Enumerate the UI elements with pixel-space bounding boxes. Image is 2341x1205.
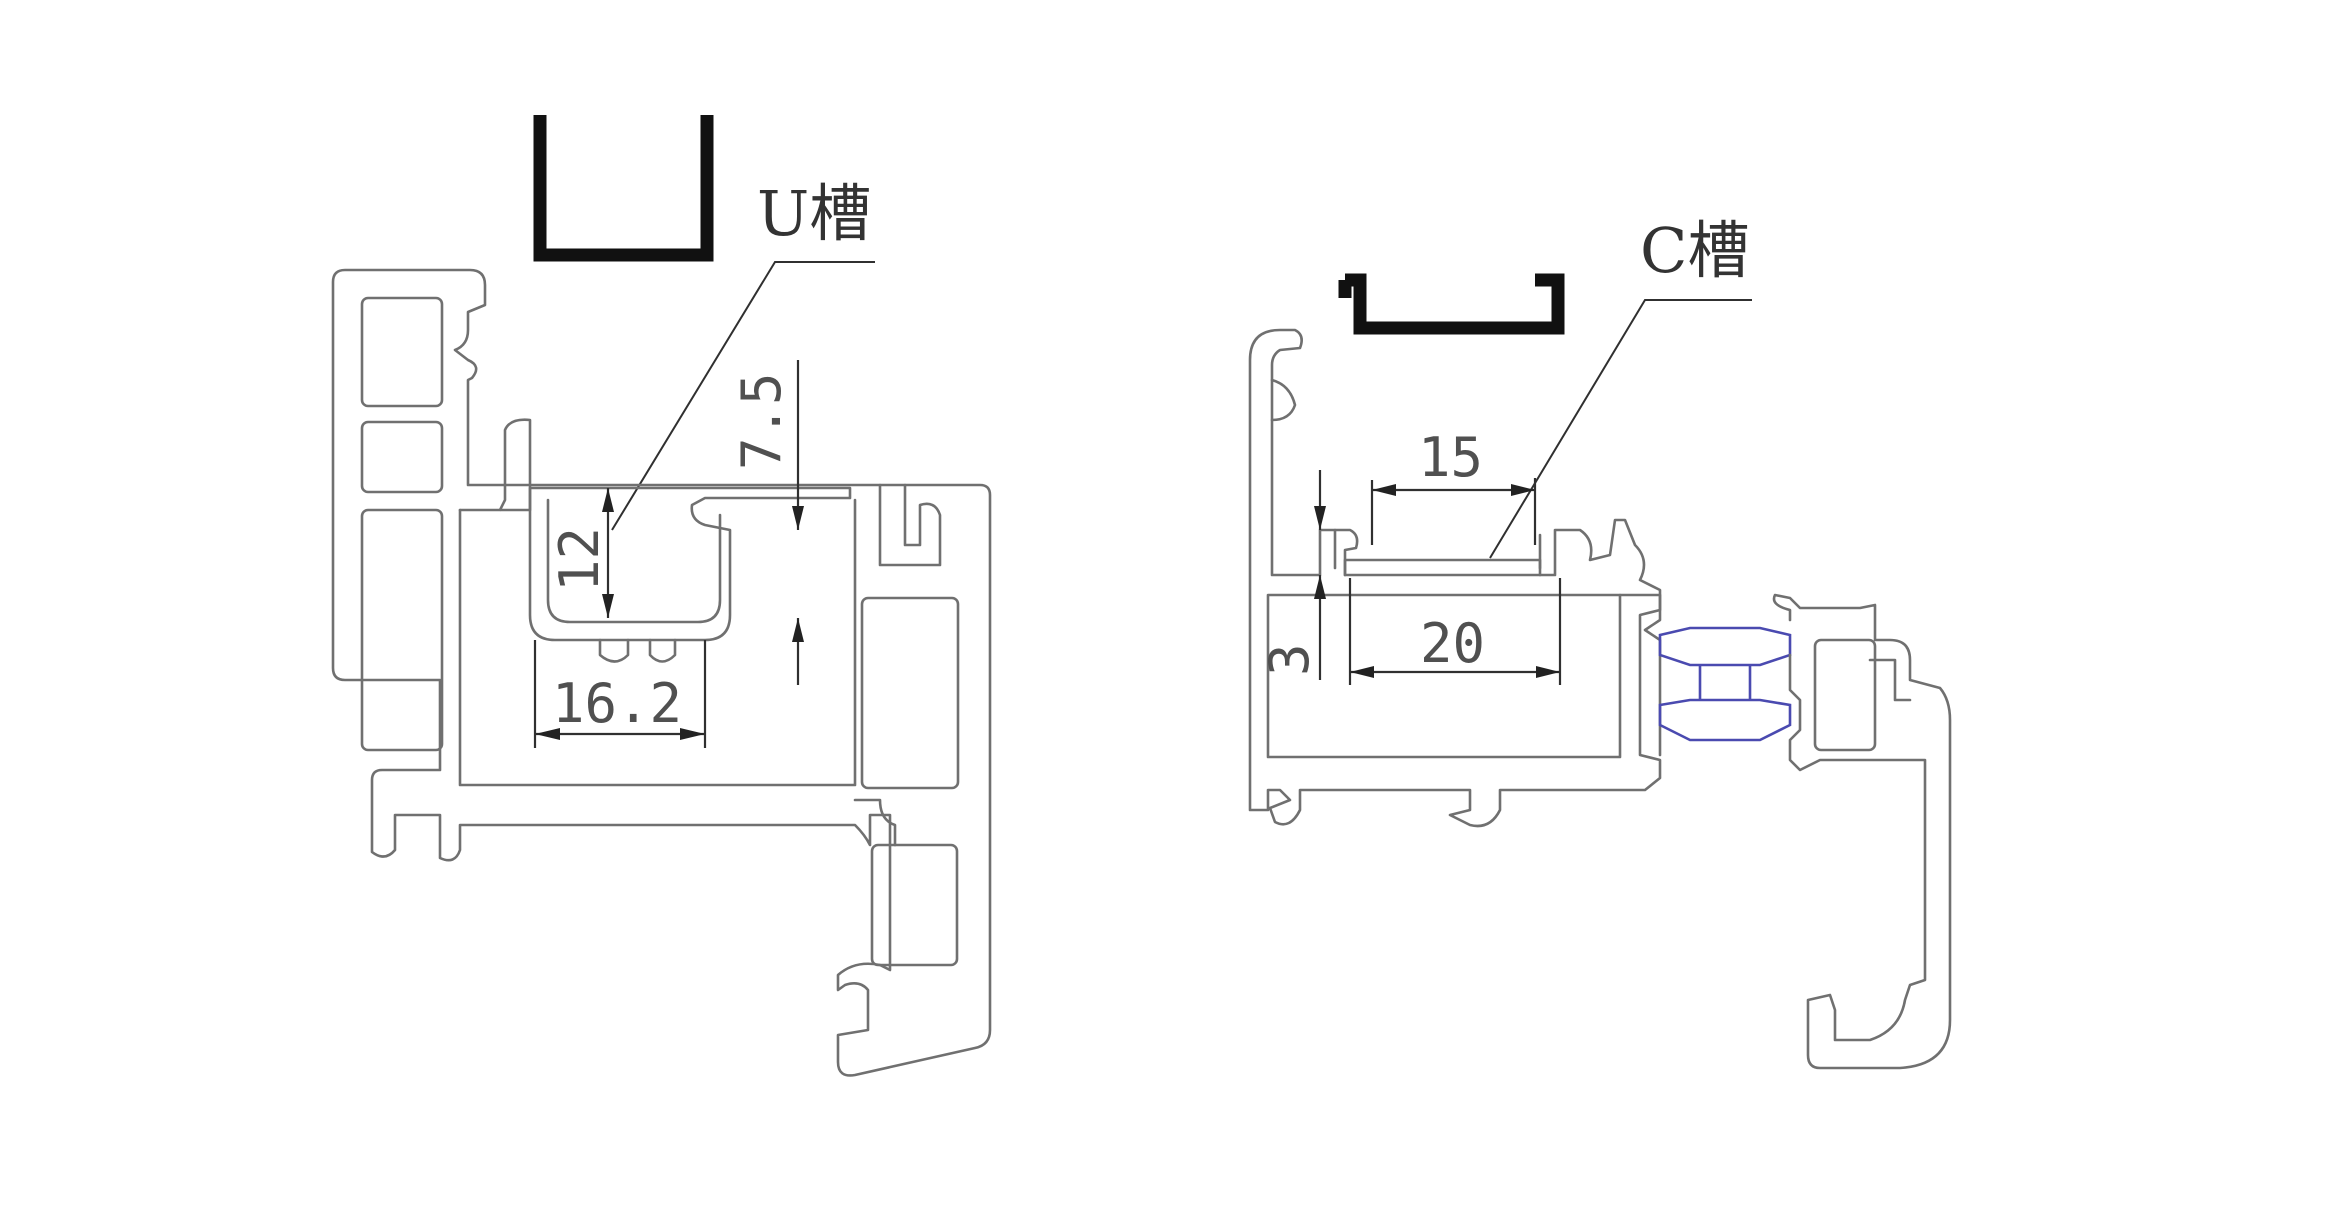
c-frame-outline (1772, 593, 1952, 1070)
dim-16-2-label: 16.2 (552, 672, 682, 735)
c-channel-leader (1489, 299, 1752, 559)
c-main-cavity (1266, 593, 1622, 759)
dim-12-label: 12 (548, 527, 611, 592)
dim-3: 3 (1258, 470, 1326, 680)
dim-7-5-label: 7.5 (730, 372, 793, 470)
u-groove-outline (528, 486, 852, 642)
dim-16-2: 16.2 (533, 640, 707, 748)
u-channel-label: U槽 (757, 177, 871, 250)
c-frame-cavity (1813, 638, 1877, 752)
c-channel-label: C槽 (1640, 214, 1749, 287)
u-web-link (853, 798, 897, 847)
c-channel-symbol (1345, 273, 1565, 335)
u-groove-inner (546, 498, 722, 624)
c-channel-figure: C槽 15 (1248, 214, 1952, 1070)
u-cavity-4 (458, 418, 532, 512)
c-groove-walls (1333, 528, 1542, 570)
dim-20: 20 (1348, 578, 1562, 685)
dim-3-label: 3 (1258, 643, 1321, 676)
u-cavity-1 (360, 296, 444, 408)
dim-7-5: 7.5 (730, 360, 804, 685)
u-hook-upper (878, 483, 942, 567)
u-cavity-2 (360, 420, 444, 494)
dim-12: 12 (548, 488, 614, 618)
dim-15: 15 (1370, 426, 1537, 545)
dim-15-label: 15 (1418, 426, 1483, 489)
u-cavity-7 (870, 843, 959, 967)
dim-20-label: 20 (1420, 612, 1485, 675)
c-frame-step (1868, 658, 1912, 702)
u-channel-leader (611, 261, 875, 531)
u-cavity-3 (360, 508, 444, 752)
c-groove-floor (1343, 558, 1542, 577)
u-channel-symbol (533, 115, 714, 262)
u-profile-outline (331, 268, 992, 1077)
c-profile-outline (1248, 328, 1662, 828)
u-groove-teeth (598, 638, 677, 663)
u-cavity-6 (860, 596, 960, 790)
c-clip-upper (1270, 378, 1297, 422)
u-cavity-5 (458, 498, 857, 787)
thermal-break (1658, 626, 1792, 742)
u-channel-figure: U槽 16.2 12 (331, 115, 992, 1077)
c-right-wall (1618, 593, 1662, 757)
